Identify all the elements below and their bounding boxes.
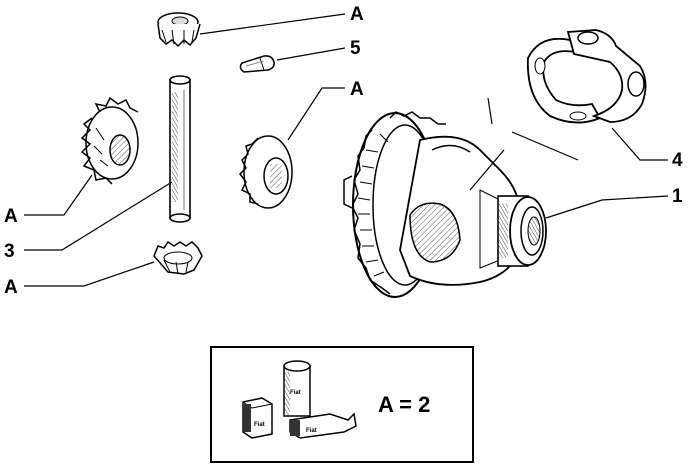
leader-5 bbox=[276, 47, 346, 61]
callout-a-bottom: A bbox=[4, 277, 18, 298]
pinion-shaft-3 bbox=[169, 75, 191, 223]
can-label: Fiat bbox=[290, 390, 301, 396]
legend-equation: A = 2 bbox=[378, 392, 430, 417]
planet-gear-bottom bbox=[153, 240, 203, 275]
tube-label: Fiat bbox=[306, 428, 317, 434]
callout-a-top: A bbox=[350, 4, 364, 25]
leader-a-bottom bbox=[24, 261, 155, 287]
leader-a-left bbox=[24, 174, 93, 216]
lubricant-icon: Fiat Fiat Fiat bbox=[242, 360, 357, 439]
callout-a-mid: A bbox=[350, 79, 364, 100]
legend-box: Fiat Fiat Fiat A = 2 bbox=[210, 346, 474, 463]
callout-1: 1 bbox=[672, 186, 683, 207]
leader-a-mid bbox=[287, 87, 345, 141]
callout-3: 3 bbox=[4, 241, 15, 262]
leader-3 bbox=[24, 181, 173, 251]
bearing-yoke-4 bbox=[526, 29, 647, 124]
callout-a-left: A bbox=[4, 206, 18, 227]
leader-lines bbox=[24, 13, 669, 287]
leader-a-top bbox=[199, 13, 346, 35]
side-gear-middle bbox=[239, 135, 293, 209]
callout-4: 4 bbox=[672, 150, 683, 171]
side-gear-left bbox=[80, 96, 139, 185]
callout-5: 5 bbox=[350, 38, 361, 59]
shaft-pin-5 bbox=[239, 55, 275, 73]
differential-housing-1 bbox=[343, 97, 579, 298]
planet-gear-top bbox=[157, 12, 201, 48]
leader-4 bbox=[611, 127, 668, 161]
leader-1 bbox=[545, 195, 669, 219]
box-label: Fiat bbox=[254, 422, 265, 428]
